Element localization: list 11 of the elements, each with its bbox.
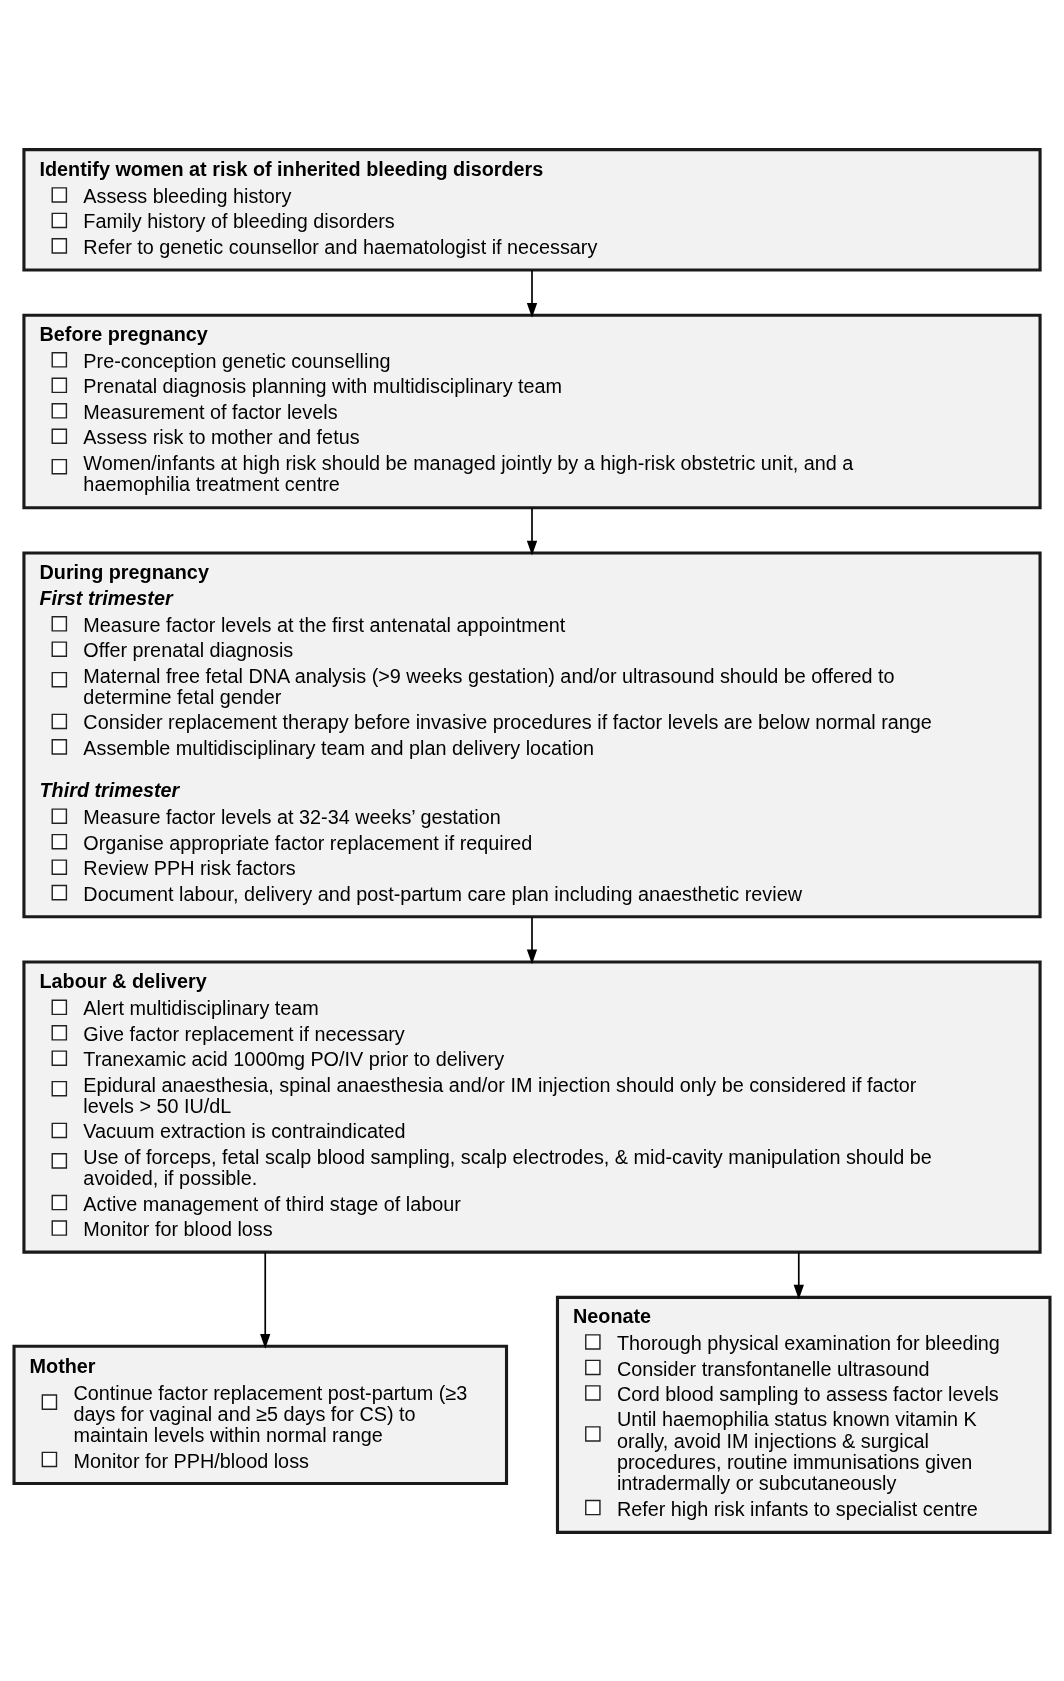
node-box: Mother Continue factor replacement post-partum (≥3 days for vaginal and ≥5 days for CS) to maintain levels within normal range Monitor for PPH/blood loss — [12, 1344, 509, 1485]
arrow — [526, 268, 538, 318]
node-box: During pregnancy First trimester Measure factor levels at the first antenatal appointment Offer prenatal diagnosis Maternal free fetal DNA analysis (>9 weeks gestation) and/or ultrasound should be offered to determine fetal gender Consider replacement therapy before invasive procedures if factor levels are below normal range Assemble multidisciplinary team and plan delivery location Third trimester Measure factor levels at 32-34 weeks’ gestation Organise appropriate factor replacement if required Review PPH risk factors Document labour, delivery and post-partum care plan including anaesthetic review — [22, 550, 1042, 918]
arrow — [526, 506, 538, 555]
node-box: Before pregnancy Pre-conception genetic counselling Prenatal diagnosis planning with multidisciplinary team Measurement of factor levels Assess risk to mother and fetus Women/infants at high risk should be managed jointly by a high-risk obstetric unit, and a haemophilia treatment centre — [22, 313, 1042, 509]
node-box: Labour & delivery Alert multidisciplinary team Give factor replacement if necessary Tranexamic acid 1000mg PO/IV prior to delivery Epidural anaesthesia, spinal anaesthesia and/or IM injection should only be considered if factor levels > 50 IU/dL Vacuum extraction is contraindicated Use of forceps, fetal scalp blood sampling, scalp electrodes, & mid-cavity manipulation should be avoided, if possible. Active management of third stage of labour Monitor for blood loss — [22, 959, 1042, 1254]
arrow — [260, 1251, 271, 1349]
arrow — [793, 1251, 804, 1300]
node-box: Neonate Thorough physical examination for bleeding Consider transfontanelle ultrasound Cord blood sampling to assess factor levels Until haemophilia status known vitamin K orally, avoid IM injections & surgical procedures, routine immunisations given intradermally or subcutaneously Refer high risk infants to specialist centre — [555, 1295, 1052, 1534]
node-box: Identify women at risk of inherited bleeding disorders Assess bleeding history Family history of bleeding disorders Refer to genetic counsellor and haematologist if necessary — [22, 147, 1042, 271]
arrow — [526, 915, 538, 964]
